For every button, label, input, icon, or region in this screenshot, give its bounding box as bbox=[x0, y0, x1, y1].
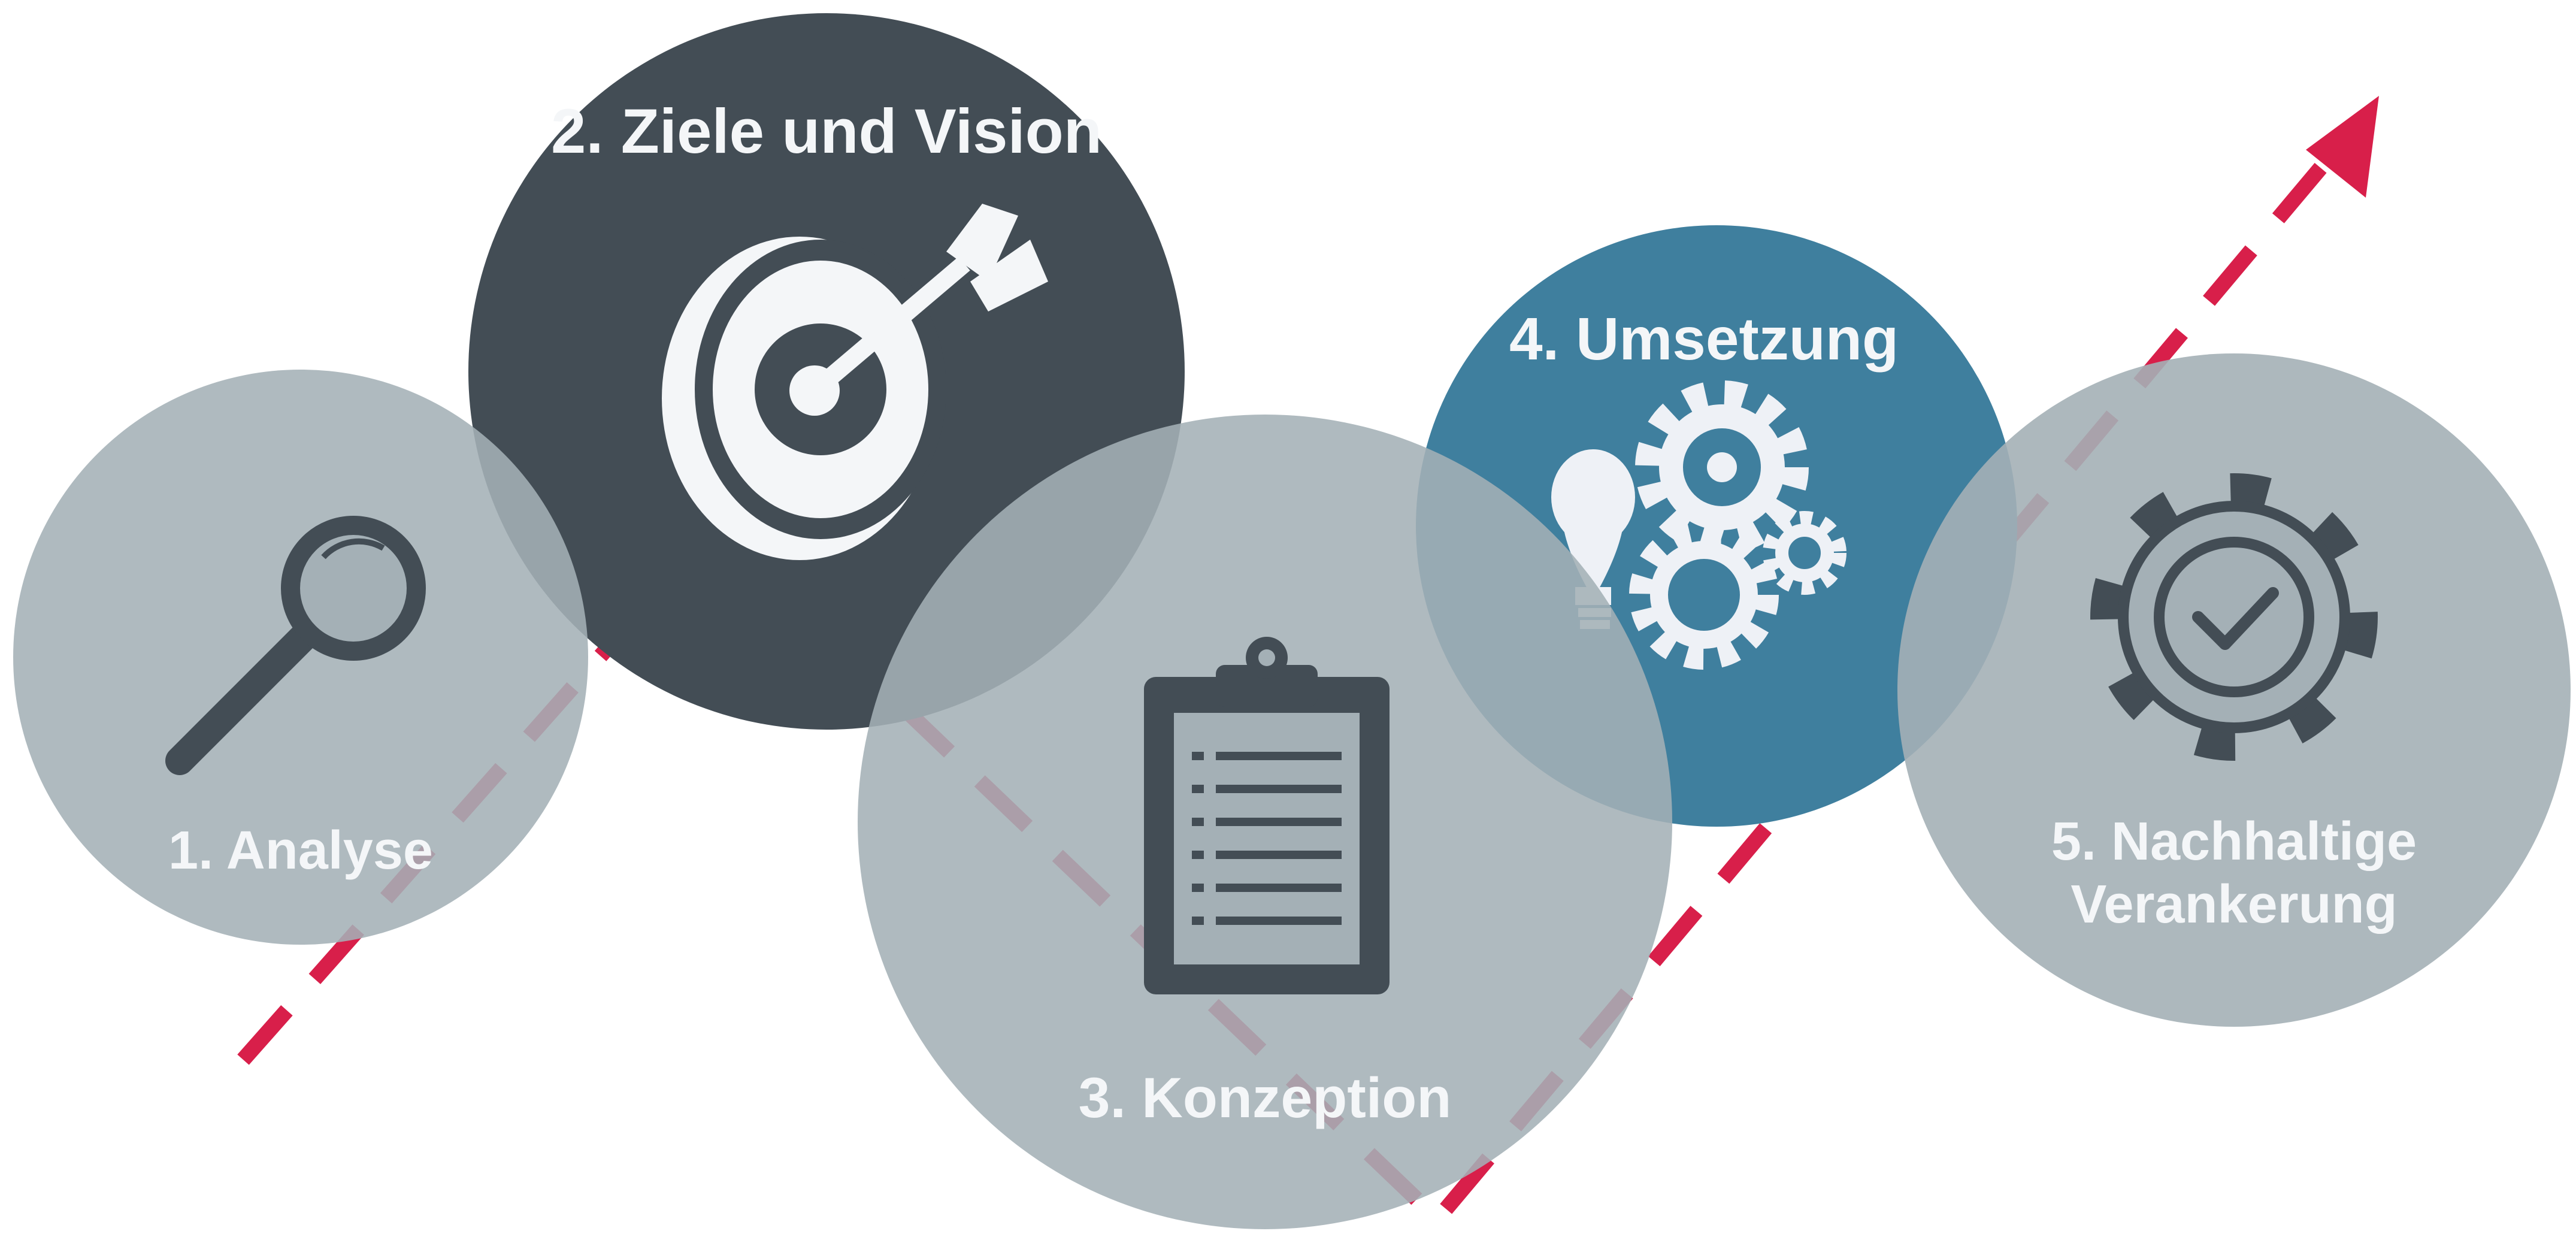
lightbulb-gears-icon bbox=[1551, 380, 1847, 670]
magnifier-icon bbox=[165, 516, 426, 775]
step-1-label: 1. Analyse bbox=[168, 821, 433, 881]
step-5-nachhaltige-verankerung: 5. Nachhaltige Verankerung bbox=[1897, 353, 2571, 1027]
step-2-label: 2. Ziele und Vision bbox=[551, 96, 1102, 167]
step-4-label: 4. Umsetzung bbox=[1509, 306, 1899, 373]
clipboard-checklist-icon bbox=[1144, 637, 1390, 994]
step-4-umsetzung: 4. Umsetzung bbox=[1416, 225, 2017, 827]
step-5-label-line1: 5. Nachhaltige bbox=[2051, 812, 2417, 872]
step-5-label-line2: Verankerung bbox=[2071, 875, 2397, 934]
step-3-konzeption: 3. Konzeption bbox=[858, 415, 1672, 1229]
step-1-analyse: 1. Analyse bbox=[13, 370, 588, 945]
target-arrow-icon bbox=[662, 204, 1048, 560]
step-3-label: 3. Konzeption bbox=[1079, 1066, 1452, 1130]
gear-check-icon bbox=[2090, 473, 2378, 761]
